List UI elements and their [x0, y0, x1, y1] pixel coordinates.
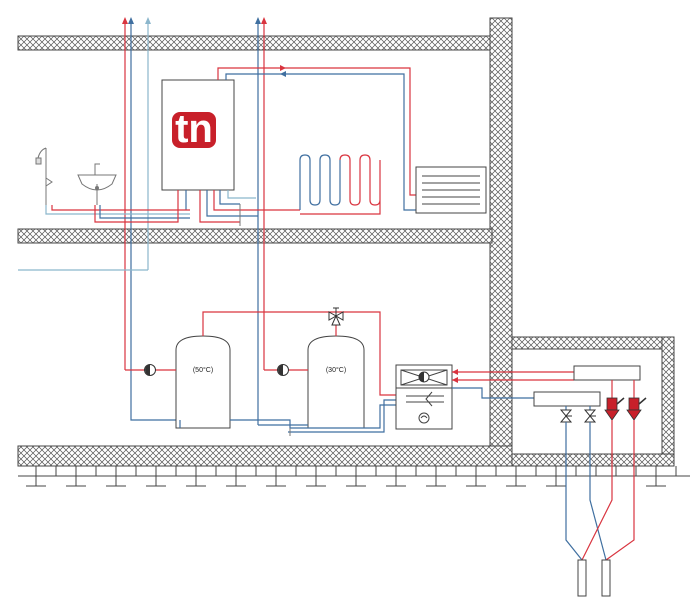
shutoff-valve-icon: [559, 409, 597, 423]
boiler-unit: tn: [161, 65, 416, 223]
circulation-pump-icon: [144, 364, 156, 376]
logo-badge: [172, 112, 216, 148]
ground-slab: [17, 445, 513, 467]
floor-heating-coil-icon: [299, 154, 381, 215]
annex-pipes: [452, 369, 574, 399]
three-way-valve-icon: [328, 307, 344, 326]
annex-roof: [511, 336, 675, 350]
storage-tank-right: (30°C): [307, 335, 365, 429]
ground-probe-icon: [577, 559, 611, 597]
tank-pipes: [145, 311, 396, 436]
annex-wall-right: [661, 336, 675, 467]
exterior-wall-right: [489, 17, 513, 467]
ground-foundation-ticks: [26, 466, 677, 487]
tank-left-temperature: (50°C): [193, 366, 213, 374]
balancing-valve-icon: [604, 397, 647, 421]
roof-risers: [122, 17, 267, 425]
storage-tank-left: (50°C): [175, 335, 231, 429]
floor-penetration-pipes: [18, 204, 241, 421]
annex-floor: [511, 453, 675, 467]
shower-icon: [35, 147, 53, 205]
radiator-icon: [415, 166, 487, 214]
washbasin-icon: [77, 163, 117, 205]
lower-manifold: [533, 391, 601, 410]
upper-manifold: [573, 365, 641, 398]
ground-probe-lines: [565, 420, 635, 561]
building-structure: [17, 17, 690, 487]
heat-exchanger-icon: [395, 364, 453, 430]
boiler-logo: tn: [175, 107, 213, 151]
roof-slab: [17, 35, 513, 51]
tank-right-temperature: (30°C): [326, 366, 346, 374]
circulation-pump-icon: [277, 364, 289, 376]
intermediate-floor: [17, 228, 493, 244]
bathroom-pipes: [45, 205, 190, 223]
